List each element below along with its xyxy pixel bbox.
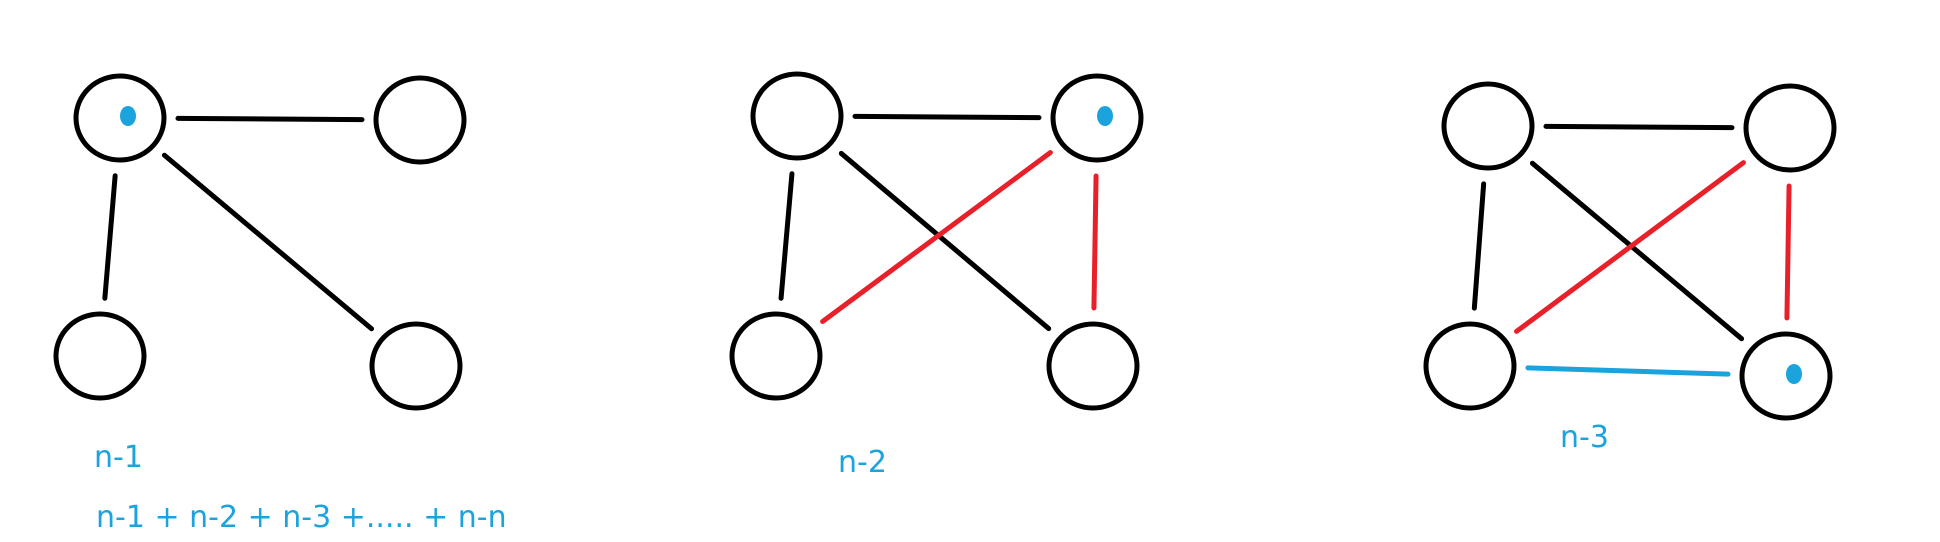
node-bottom-right <box>1046 321 1140 411</box>
edge-top-left-top-right <box>1543 123 1735 131</box>
edge-top-left-bottom-right <box>1529 160 1745 342</box>
caption-n-1: n-1 <box>94 440 143 475</box>
edge-top-left-bottom-right <box>838 150 1052 332</box>
node-bottom-right <box>1739 331 1833 421</box>
node-bottom-right <box>369 321 463 411</box>
node-bottom-left <box>1423 321 1517 411</box>
node-bottom-left <box>53 311 147 401</box>
edge-bottom-left-bottom-right <box>1525 365 1731 377</box>
edge-top-left-top-right <box>175 115 365 123</box>
edge-top-right-bottom-left <box>820 150 1053 324</box>
edge-top-left-bottom-left <box>778 171 795 301</box>
edge-top-left-bottom-left <box>1471 181 1487 311</box>
caption-n-3: n-3 <box>1560 420 1609 455</box>
panel-3 <box>1423 81 1837 421</box>
node-top-right <box>373 75 467 165</box>
edge-top-left-bottom-right <box>161 152 375 332</box>
node-top-right <box>1050 73 1144 163</box>
panel-1 <box>53 73 467 411</box>
node-top-left <box>1441 81 1535 171</box>
edge-top-right-bottom-right <box>1091 173 1099 311</box>
node-top-right <box>1743 83 1837 173</box>
sum-formula: n-1 + n-2 + n-3 +..... + n-n <box>96 500 507 535</box>
marker-dot-top-right <box>1097 106 1113 126</box>
edge-top-left-bottom-left <box>102 173 118 301</box>
edge-top-right-bottom-right <box>1784 183 1792 321</box>
node-top-left <box>750 71 844 161</box>
node-top-left <box>73 73 167 163</box>
edge-top-right-bottom-left <box>1514 160 1746 334</box>
caption-n-2: n-2 <box>838 445 887 480</box>
edge-top-left-top-right <box>852 113 1042 121</box>
marker-dot-top-left <box>120 106 136 126</box>
panel-2 <box>729 71 1144 411</box>
marker-dot-bottom-right <box>1786 364 1802 384</box>
node-bottom-left <box>729 311 823 401</box>
